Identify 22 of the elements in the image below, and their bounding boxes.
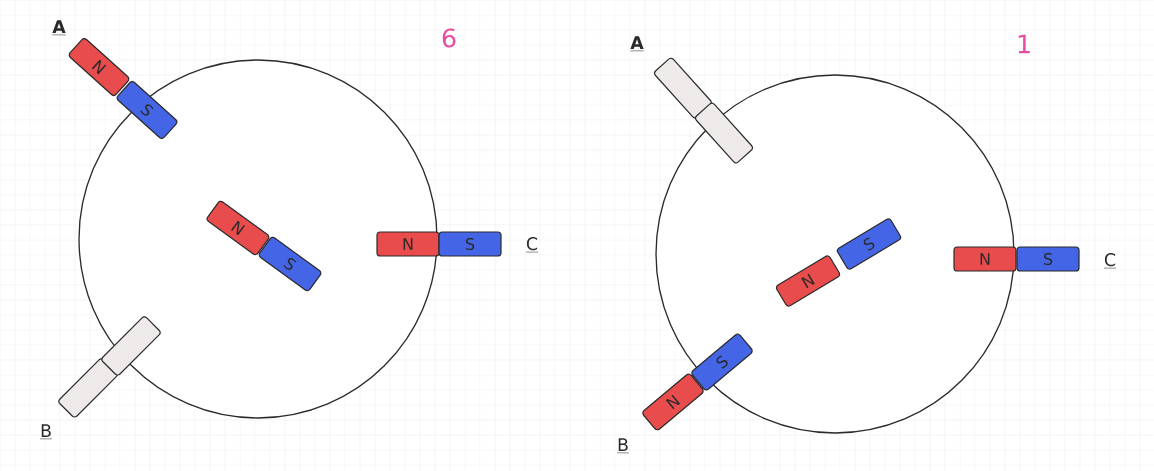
number-label: 1 (1018, 34, 1030, 54)
magnet-pole: S (1016, 246, 1080, 272)
magnet-pole: S (836, 218, 902, 270)
magnet-pole: N (953, 246, 1017, 272)
magnet-pole: S (258, 236, 322, 292)
letter-label: A (52, 20, 66, 36)
letter-label: B (616, 438, 630, 454)
number-label: 6 (442, 28, 456, 48)
magnet-pole: S (438, 231, 502, 257)
magnet-pole: N (376, 231, 440, 257)
letter-label: A (630, 36, 644, 52)
magnet-pole: N (642, 373, 704, 431)
magnet-pole: N (68, 38, 130, 96)
letter-label: B (39, 424, 53, 440)
circle (78, 59, 438, 419)
circle (655, 74, 1015, 434)
magnet-pole: N (775, 255, 841, 307)
magnet-pole: N (206, 200, 270, 256)
letter-label: C (1103, 253, 1117, 269)
magnet-bar (58, 358, 118, 418)
magnet-bar (654, 57, 712, 119)
letter-label: C (525, 237, 539, 253)
